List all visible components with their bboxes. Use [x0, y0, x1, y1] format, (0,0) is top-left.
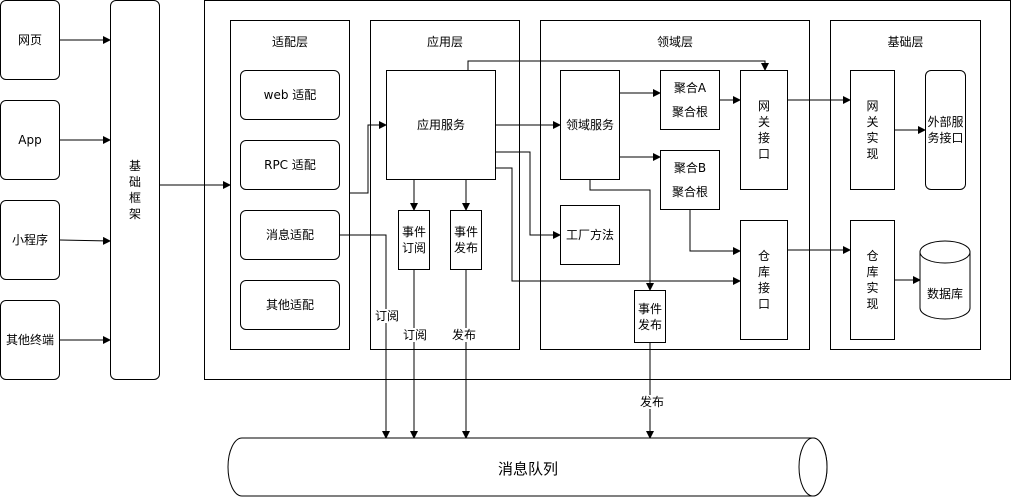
app-event-subscribe: 事件订阅 [398, 210, 430, 270]
infrastructure-layer [830, 20, 981, 350]
repository-interface: 仓库接口 [740, 220, 788, 340]
label-subscribe-adapter: 订阅 [375, 309, 400, 323]
edge-appservice-gateway [467, 60, 769, 71]
aggregate-b: 聚合B 聚合根 [660, 150, 720, 210]
application-layer [370, 20, 520, 350]
label-subscribe-app: 订阅 [403, 328, 428, 342]
message-queue-cylinder [227, 437, 828, 497]
infrastructure-layer-title: 基础层 [887, 35, 924, 49]
client-mini-program: 小程序 [0, 200, 60, 280]
adapter-layer [230, 20, 350, 350]
domain-layer [540, 20, 810, 350]
rpc-adapter: RPC 适配 [240, 140, 340, 190]
gateway-implementation: 网关实现 [850, 70, 895, 190]
application-service: 应用服务 [386, 70, 496, 180]
repository-implementation: 仓库实现 [850, 220, 895, 340]
aggregate-a: 聚合A 聚合根 [660, 70, 720, 130]
message-queue-label: 消息队列 [497, 460, 558, 478]
client-web: 网页 [0, 0, 60, 80]
client-other-terminal: 其他终端 [0, 300, 60, 380]
domain-layer-title: 领域层 [656, 35, 693, 49]
edge-appservice-factory [496, 151, 561, 239]
edge-aggB-repo [689, 210, 741, 255]
application-layer-title: 应用层 [426, 35, 463, 49]
label-publish-domain: 发布 [640, 395, 665, 409]
edge-msgadapter-queue [340, 234, 390, 439]
gateway-interface: 网关接口 [740, 70, 788, 190]
domain-service: 领域服务 [560, 70, 620, 180]
adapter-layer-title: 适配层 [271, 35, 308, 49]
web-adapter: web 适配 [240, 70, 340, 120]
edge-appservice-repo [496, 167, 741, 285]
database-label: 数据库 [926, 287, 963, 301]
database-cylinder [919, 240, 971, 320]
client-app: App [0, 100, 60, 180]
factory-method: 工厂方法 [560, 205, 620, 265]
external-service-interface: 外部服务接口 [925, 70, 966, 190]
base-framework: 基础框架 [110, 0, 160, 380]
other-adapter: 其他适配 [240, 280, 340, 330]
edge-domain-eventpublish [589, 180, 654, 291]
label-publish-app: 发布 [452, 328, 477, 342]
edge-adapter-appservice [350, 121, 387, 194]
edge-miniprogram-framework [59, 236, 111, 245]
message-adapter: 消息适配 [240, 210, 340, 260]
domain-event-publish: 事件发布 [634, 290, 666, 343]
app-event-publish: 事件发布 [450, 210, 482, 270]
